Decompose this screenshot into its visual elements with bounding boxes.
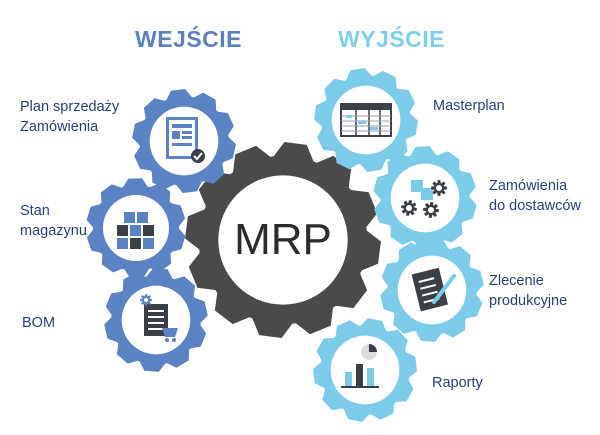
input-label-stock: Stan magazynu xyxy=(20,203,87,239)
bar-chart-icon xyxy=(341,344,379,388)
output-gear-4 xyxy=(313,318,417,422)
output-label-reports: Raporty xyxy=(432,375,483,391)
boxes-gears-icon xyxy=(401,180,447,218)
clipboard-pen-icon xyxy=(411,267,456,312)
spreadsheet-icon xyxy=(340,103,392,137)
input-heading: WEJŚCIE xyxy=(135,26,243,52)
output-label-production-order: Zlecenie produkcyjne xyxy=(489,273,568,309)
bom-document-cart-icon xyxy=(140,294,178,342)
output-heading: WYJŚCIE xyxy=(338,26,446,52)
boxes-icon xyxy=(117,212,154,249)
output-label-supplier-orders: Zamówienia do dostawców xyxy=(489,178,581,214)
mrp-gear: MRP xyxy=(185,142,381,338)
document-check-icon xyxy=(166,117,205,163)
mrp-label: MRP xyxy=(234,215,332,264)
input-label-sales-plan: Plan sprzedaży Zamówienia xyxy=(20,99,120,135)
input-label-bom: BOM xyxy=(22,315,56,331)
output-label-masterplan: Masterplan xyxy=(433,98,505,114)
